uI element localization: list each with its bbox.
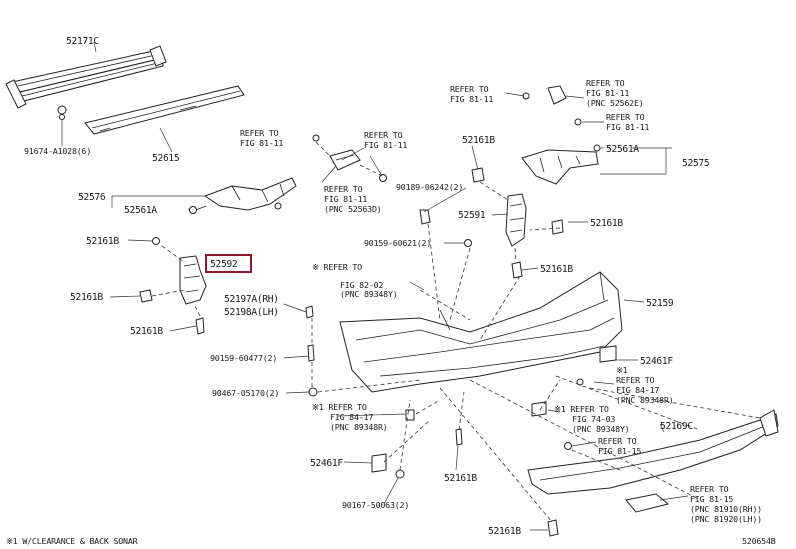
svg-text:※1 REFER TO: ※1 REFER TO [312,402,367,412]
lower-spoiler-52169C [527,378,779,537]
svg-text:FIG 81-15: FIG 81-15 [598,446,641,456]
svg-text:REFER TO: REFER TO [240,128,279,138]
ref-note-6: REFER TO FIG 81-11 [606,112,650,132]
svg-text:※1 REFER TO: ※1 REFER TO [554,404,609,414]
guide-lines [151,141,761,523]
label-90467: 90467-05170(2) [212,388,279,398]
svg-text:REFER TO: REFER TO [598,436,637,446]
label-52159: 52159 [646,298,674,309]
label-52576: 52576 [78,192,106,203]
svg-text:FIG 81-11: FIG 81-11 [450,94,493,104]
bracket-52575 [521,85,601,185]
svg-text:(PNC 89348R): (PNC 89348R) [330,422,388,432]
ref-note-10: ※1 REFER TO FIG 74-03 (PNC 89348Y) [554,404,630,434]
label-52161B-e: 52161B [488,526,521,537]
svg-text:FIG 81-11: FIG 81-11 [364,140,407,150]
svg-text:FIG 84-17: FIG 84-17 [330,412,373,422]
svg-text:FIG 81-11: FIG 81-11 [606,122,649,132]
label-52161B-c: 52161B [130,326,163,337]
ref-note-11: REFER TO FIG 81-15 [598,436,642,456]
svg-text:(PNC 52562E): (PNC 52562E) [586,98,644,108]
side-retainer-52592 [139,237,207,335]
side-retainer-52591 [419,167,564,279]
label-91674: 91674-A1028(6) [24,146,91,156]
ref-note-9: ※1 REFER TO FIG 84-17 (PNC 89348R) [616,365,674,405]
label-90167: 90167-50063(2) [342,500,409,510]
svg-text:※ REFER TO: ※ REFER TO [312,262,362,272]
ref-note-7: ※ REFER TO FIG 82-02 (PNC 89348Y) [312,262,398,299]
bumper-absorber-52615 [84,85,245,135]
label-52198A: 52198A(LH) [224,307,279,318]
label-52592[interactable]: 52592 [210,259,238,270]
svg-text:(PNC 52563D): (PNC 52563D) [324,204,382,214]
svg-text:FIG 84-17: FIG 84-17 [616,385,659,395]
callout-labels: 52171C 91674-A1028(6) 52615 52576 52561A… [24,36,710,537]
label-90159-60477: 90159-60477(2) [210,353,277,363]
footnote: ※1 W/CLEARANCE & BACK SONAR [6,536,138,546]
label-52461F-right: 52461F [640,356,673,367]
bracket-52576 [189,177,297,214]
bumper-reinforcement-52171C [5,45,167,120]
leader-lines [61,41,689,531]
ref-note-8: ※1 REFER TO FIG 84-17 (PNC 89348R) [312,402,388,432]
svg-text:REFER TO: REFER TO [324,184,363,194]
ref-note-4: REFER TO FIG 81-11 [450,84,494,104]
svg-text:REFER TO: REFER TO [586,78,625,88]
label-52197A: 52197A(RH) [224,294,279,305]
label-52591: 52591 [458,210,486,221]
highlight-box-52592 [205,254,252,273]
svg-text:FIG 81-11: FIG 81-11 [586,88,629,98]
svg-text:REFER TO: REFER TO [606,112,645,122]
figure-id: 520654B [742,536,776,546]
bumper-cover-52159 [339,271,623,393]
svg-text:REFER TO: REFER TO [450,84,489,94]
svg-text:FIG 81-11: FIG 81-11 [240,138,283,148]
label-52161B-r2: 52161B [540,264,573,275]
label-52161B-a: 52161B [86,236,119,247]
fasteners-left [305,305,463,479]
label-52161B-d: 52161B [444,473,477,484]
label-52161B-top: 52161B [462,135,495,146]
ref-note-12: REFER TO FIG 81-15 (PNC 81910(RH)) (PNC … [690,484,762,524]
svg-text:REFER TO: REFER TO [364,130,403,140]
label-52171C: 52171C [66,36,99,47]
svg-text:REFER TO: REFER TO [690,484,729,494]
label-52161B-b: 52161B [70,292,103,303]
label-52615: 52615 [152,153,179,164]
svg-text:(PNC 89348R): (PNC 89348R) [616,395,674,405]
label-52169C: 52169C [660,421,693,432]
ref-note-1: REFER TO FIG 81-11 [240,128,284,148]
svg-text:(PNC 81910(RH)): (PNC 81910(RH)) [690,504,762,514]
svg-text:※1: ※1 [616,365,628,375]
svg-text:FIG 81-15: FIG 81-15 [690,494,733,504]
label-52561A-right: 52561A [606,144,639,155]
svg-text:(PNC 89348Y): (PNC 89348Y) [340,289,398,299]
ref-note-2: REFER TO FIG 81-11 [364,130,408,150]
svg-text:FIG 74-03: FIG 74-03 [572,414,615,424]
svg-text:(PNC 81920(LH)): (PNC 81920(LH)) [690,514,762,524]
label-52575: 52575 [682,158,709,169]
reference-notes: REFER TO FIG 81-11 REFER TO FIG 81-11 RE… [240,78,762,524]
svg-text:REFER TO: REFER TO [616,375,655,385]
label-52561A-left: 52561A [124,205,157,216]
label-90189: 90189-06242(2) [396,182,463,192]
label-52461F-left: 52461F [310,458,343,469]
label-52161B-r1: 52161B [590,218,623,229]
bracket-center-top [312,134,387,182]
ref-note-3: REFER TO FIG 81-11 (PNC 52563D) [324,184,382,214]
svg-text:FIG 82-02: FIG 82-02 [340,280,383,290]
svg-text:(PNC 89348Y): (PNC 89348Y) [572,424,630,434]
ref-note-5: REFER TO FIG 81-11 (PNC 52562E) [586,78,644,108]
label-90159-60621: 90159-60621(2) [364,238,431,248]
svg-text:FIG 81-11: FIG 81-11 [324,194,367,204]
